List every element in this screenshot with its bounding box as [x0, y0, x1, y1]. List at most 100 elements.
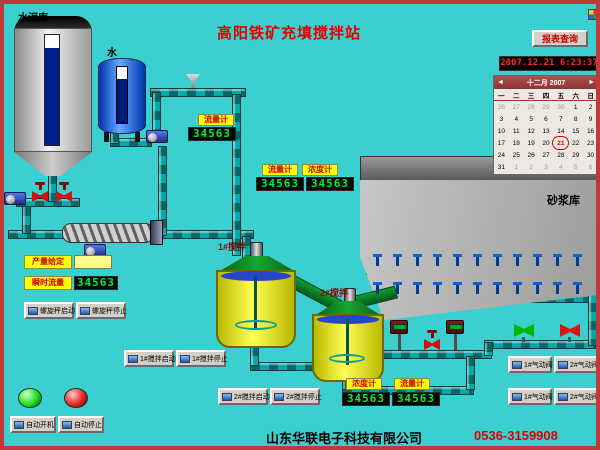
calendar-day[interactable]: 4: [514, 115, 519, 123]
calendar-day[interactable]: 3: [544, 163, 548, 171]
gate-valve[interactable]: [424, 330, 440, 350]
calendar-day[interactable]: 30: [557, 103, 565, 111]
calendar-day[interactable]: 4: [559, 163, 563, 171]
button-label: 2#气动阀: [570, 361, 599, 369]
calendar-day[interactable]: 29: [542, 103, 550, 111]
flowmeter2-label: 流量计: [262, 164, 298, 176]
calendar-day[interactable]: 8: [573, 115, 578, 123]
densitometer1-display: 34563: [306, 177, 354, 191]
valve-handle: [453, 254, 462, 266]
hmi-icon: [512, 360, 522, 369]
water-level-gauge: [116, 66, 128, 124]
calendar-day[interactable]: 28: [527, 103, 535, 111]
button-label: 报表查询: [541, 34, 578, 44]
datetime-display: 2007.12.21 6:23:37: [499, 56, 596, 71]
gate-valve[interactable]: [56, 182, 72, 202]
valve-handle: [533, 282, 542, 294]
calendar-day[interactable]: 27: [542, 151, 550, 159]
calendar-day[interactable]: 24: [497, 151, 506, 159]
calendar-day[interactable]: 27: [512, 103, 520, 111]
pipe: [466, 356, 475, 390]
calendar-day[interactable]: 6: [588, 163, 593, 171]
auto-stop-button[interactable]: 自动停止: [58, 416, 104, 433]
calendar-day[interactable]: 12: [527, 127, 535, 135]
calendar-next-arrow[interactable]: ►: [588, 79, 595, 86]
pneumatic-valve1-button[interactable]: 1#气动阀: [508, 388, 553, 405]
page-title: 高阳铁矿充填搅拌站: [216, 25, 361, 42]
calendar-day[interactable]: 15: [572, 127, 580, 135]
calendar-day[interactable]: 11: [512, 127, 520, 135]
calendar-day[interactable]: 21: [552, 136, 570, 150]
hmi-icon: [128, 354, 138, 363]
calendar-day[interactable]: 2: [588, 103, 593, 111]
calendar-day[interactable]: 9: [588, 115, 593, 123]
transmitter: [390, 320, 408, 334]
report-query-button[interactable]: 报表查询: [532, 30, 588, 47]
calendar-day[interactable]: 18: [512, 139, 520, 147]
pneumatic-valve1-button[interactable]: 1#气动阀: [508, 356, 553, 373]
calendar-day[interactable]: 16: [586, 127, 595, 135]
flowmeter1-display: 34563: [188, 127, 236, 141]
calendar-day[interactable]: 31: [497, 163, 506, 171]
valve-handle: [433, 254, 442, 266]
calendar-prev-arrow[interactable]: ◄: [497, 79, 504, 86]
mixer2-stop-button[interactable]: 2#搅拌停止: [270, 388, 322, 405]
calendar-day[interactable]: 28: [557, 151, 565, 159]
calendar-day[interactable]: 22: [572, 139, 580, 147]
valve-handle: [513, 282, 522, 294]
tank-leg: [135, 132, 140, 142]
densitometer2-label: 浓度计: [346, 378, 382, 390]
pneumatic-valve1-icon[interactable]: [514, 324, 534, 337]
pipe: [8, 230, 66, 239]
screw-stop-button[interactable]: 螺旋秤停止: [76, 302, 127, 319]
instrument-stem: [398, 334, 401, 350]
screw-start-button[interactable]: 螺旋秤启动: [24, 302, 75, 319]
hmi-icon: [180, 354, 190, 363]
mixer1-label: 1#搅拌: [218, 242, 247, 252]
mixer1-stop-button[interactable]: 1#搅拌停止: [176, 350, 228, 367]
calendar-day[interactable]: 5: [529, 115, 533, 123]
calendar-day[interactable]: 20: [542, 139, 550, 147]
auto-start-button[interactable]: 自动开机: [10, 416, 56, 433]
mixer2-start-button[interactable]: 2#搅拌启动: [218, 388, 270, 405]
gate-valve[interactable]: [32, 182, 48, 202]
mixer1-start-button[interactable]: 1#搅拌启动: [124, 350, 176, 367]
calendar-month-label: 十二月 2007: [526, 79, 566, 87]
slurry-store-body: [360, 180, 596, 320]
calendar-day[interactable]: 10: [497, 127, 506, 135]
calendar-day[interactable]: 1: [514, 163, 519, 171]
calendar-day[interactable]: 23: [586, 139, 595, 147]
calendar-day[interactable]: 5: [573, 163, 578, 171]
button-label: 螺旋秤启动: [40, 307, 75, 315]
pneumatic-valve2-button[interactable]: 2#气动阀: [554, 356, 599, 373]
calendar-day[interactable]: 2: [529, 163, 533, 171]
hmi-icon: [558, 360, 568, 369]
mixer1-shaft: [254, 276, 257, 328]
pneumatic-valve2-button[interactable]: 2#气动阀: [554, 388, 596, 405]
calendar-day[interactable]: 17: [497, 139, 506, 147]
calendar-day[interactable]: 26: [527, 151, 535, 159]
instant-flow-label: 瞬时流量: [24, 276, 72, 290]
calendar-day[interactable]: 7: [559, 115, 563, 123]
valve-handle: [473, 254, 482, 266]
calendar-day[interactable]: 14: [557, 127, 565, 135]
pneumatic-valve2-icon[interactable]: [560, 324, 580, 337]
calendar-day[interactable]: 25: [512, 151, 520, 159]
calendar-day[interactable]: 6: [544, 115, 548, 123]
mixer2-blades: [329, 354, 365, 363]
pipe: [484, 342, 493, 356]
calendar-day[interactable]: 1: [573, 103, 578, 111]
calendar-weekday: 五: [553, 89, 569, 101]
calendar-day[interactable]: 19: [527, 139, 535, 147]
water-level-fill: [117, 79, 127, 123]
valve-handle: [373, 254, 382, 266]
calendar-day[interactable]: 30: [586, 151, 595, 159]
calendar-day[interactable]: 3: [499, 115, 504, 123]
setpoint-input[interactable]: [74, 255, 112, 269]
pipe: [22, 206, 31, 234]
calendar-day[interactable]: 26: [497, 103, 506, 111]
calendar-day[interactable]: 13: [542, 127, 550, 135]
cement-silo-cone: [14, 152, 92, 176]
calendar-day[interactable]: 29: [572, 151, 580, 159]
